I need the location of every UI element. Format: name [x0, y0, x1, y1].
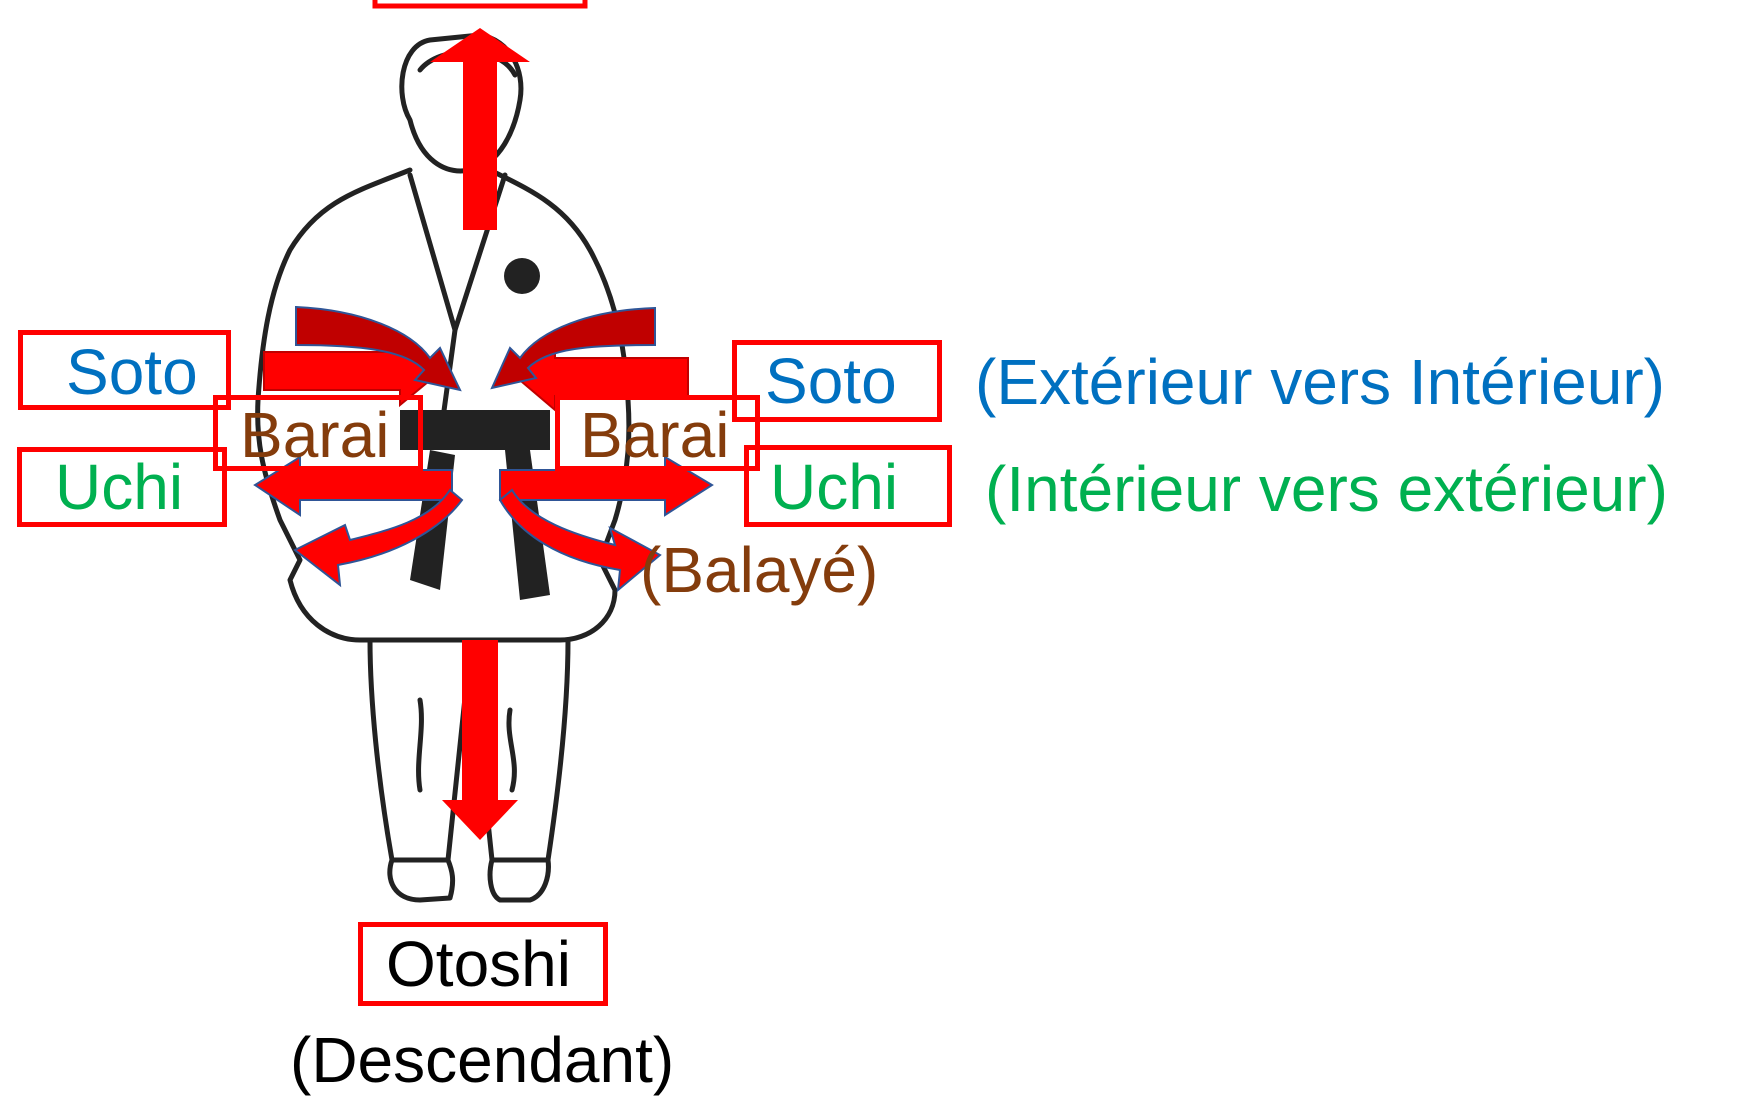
barai-right-label: Barai	[580, 399, 730, 471]
otoshi-label: Otoshi	[386, 928, 571, 1000]
top-label-box-partial	[372, 0, 588, 9]
figure-belt	[400, 410, 550, 450]
gi-emblem	[504, 258, 540, 294]
uchi-right-label: Uchi	[770, 451, 899, 523]
uchi-left-label: Uchi	[55, 451, 184, 523]
arrow-curve-left	[295, 305, 462, 392]
soto-right-box	[732, 340, 942, 422]
soto-description: (Extérieur vers Intérieur)	[975, 346, 1665, 418]
uchi-right-box	[744, 445, 952, 527]
uchi-description: (Intérieur vers extérieur)	[985, 453, 1668, 525]
arrow-barai-right	[498, 488, 662, 593]
barai-description: (Balayé)	[640, 534, 879, 606]
arrow-barai-left	[293, 488, 464, 588]
trouser-crease	[416, 697, 424, 793]
arrow-up	[430, 28, 530, 230]
arrow-down	[442, 640, 518, 840]
trouser-crease-2	[506, 707, 517, 793]
arrow-curve-right	[490, 306, 656, 390]
figure-feet	[387, 857, 551, 903]
soto-left-box	[18, 330, 231, 410]
barai-left-label: Barai	[240, 399, 390, 471]
soto-right-label: Soto	[765, 345, 897, 417]
figure-gi-outline	[255, 167, 632, 643]
soto-left-label: Soto	[66, 336, 198, 408]
barai-right-box	[555, 395, 760, 471]
uchi-left-box	[17, 447, 227, 527]
barai-left-box	[213, 395, 423, 471]
arrows	[253, 28, 714, 840]
otoshi-box	[358, 922, 608, 1006]
otoshi-description: (Descendant)	[290, 1024, 675, 1096]
